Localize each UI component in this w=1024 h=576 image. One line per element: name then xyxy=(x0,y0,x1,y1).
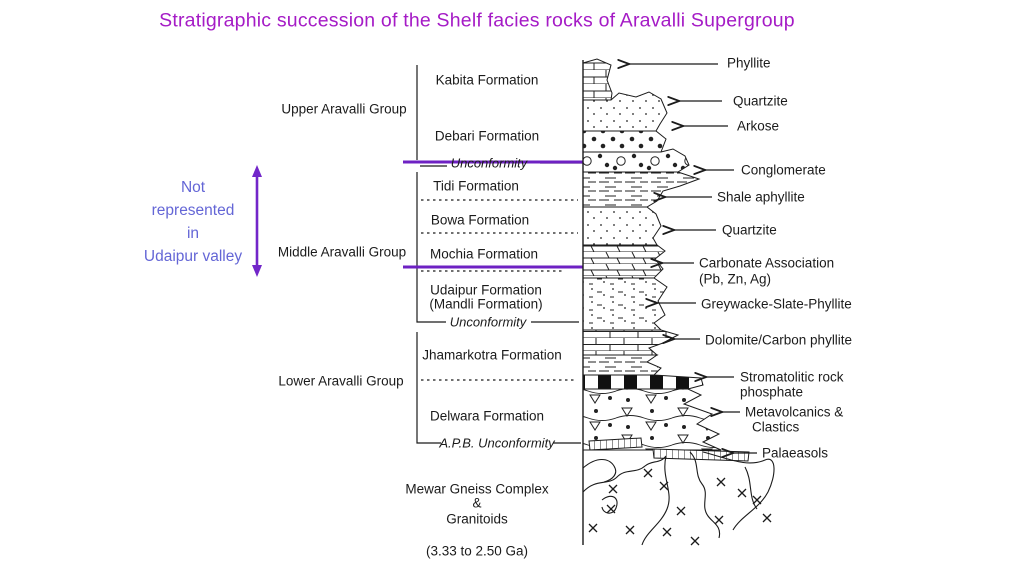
layer-shale xyxy=(582,171,701,208)
rock-label-greywacke: Greywacke-Slate-Phyllite xyxy=(701,296,852,312)
unconformity-apb-label: A.P.B. Unconformity xyxy=(439,435,555,451)
note-line-2: represented xyxy=(151,202,235,219)
layer-conglomerate xyxy=(582,148,690,173)
formation-kabita: Kabita Formation xyxy=(435,72,539,88)
unconformity-middle-label: Unconformity xyxy=(449,314,527,330)
formation-jhamarkotra: Jhamarkotra Formation xyxy=(422,347,562,363)
purple-unconformity-lines xyxy=(403,160,593,269)
layer-dolomite xyxy=(582,329,680,356)
rock-label-metavolcanics-line2: Clastics xyxy=(752,419,800,435)
group-label-lower: Lower Aravalli Group xyxy=(278,373,404,389)
rock-label-carbonate-minerals: (Pb, Zn, Ag) xyxy=(699,271,772,287)
granitoid-cross-marks xyxy=(588,468,772,546)
basement-age: (3.33 to 2.50 Ga) xyxy=(425,543,529,559)
rock-label-palaeasols: Palaeasols xyxy=(762,445,829,461)
rock-label-arkose: Arkose xyxy=(737,118,780,134)
formation-bowa: Bowa Formation xyxy=(430,212,530,228)
lithology-column xyxy=(582,58,750,545)
formation-udaipur-alt: (Mandli Formation) xyxy=(429,296,543,312)
group-brackets xyxy=(416,65,446,444)
layer-carbon-phyllite xyxy=(582,354,662,376)
note-line-4: Udaipur valley xyxy=(143,248,243,265)
rock-label-dolomite: Dolomite/Carbon phyllite xyxy=(705,332,853,348)
group-label-middle: Middle Aravalli Group xyxy=(277,244,407,260)
middle-group-bracket xyxy=(416,172,446,323)
rock-pointer-arrows xyxy=(629,64,757,453)
formation-tidi: Tidi Formation xyxy=(433,178,519,194)
layer-quartzite-middle xyxy=(582,206,662,246)
layer-palaeasol-right xyxy=(652,448,750,462)
not-represented-arrow xyxy=(252,165,262,277)
note-line-1: Not xyxy=(180,179,206,196)
note-line-3: in xyxy=(186,225,200,242)
formation-dividers xyxy=(421,199,578,381)
rock-label-phyllite: Phyllite xyxy=(727,55,771,71)
formation-udaipur: Udaipur Formation xyxy=(430,282,542,298)
arrow-down-head xyxy=(252,265,262,277)
layer-palaeasol-left xyxy=(588,437,643,451)
rock-label-carbonate: Carbonate Association xyxy=(699,255,835,271)
rock-label-conglomerate: Conglomerate xyxy=(741,162,826,178)
rock-label-stromatolite: Stromatolitic rock xyxy=(740,369,844,385)
formation-mochia: Mochia Formation xyxy=(429,246,539,262)
basement-gneiss xyxy=(582,451,775,546)
basement-name-line2: & xyxy=(472,495,482,511)
unconformity-upper-label: Unconformity xyxy=(450,155,528,171)
layer-arkose xyxy=(582,130,667,153)
basement-name-line1: Mewar Gneiss Complex xyxy=(405,481,549,497)
rock-label-metavolcanics: Metavolcanics & xyxy=(745,404,844,420)
rock-label-quartzite-upper: Quartzite xyxy=(733,93,788,109)
layer-greywacke xyxy=(582,277,668,331)
layer-phyllite xyxy=(582,58,613,101)
basement-name-line3: Granitoids xyxy=(446,511,508,527)
group-label-upper: Upper Aravalli Group xyxy=(281,101,407,117)
formation-debari: Debari Formation xyxy=(434,128,540,144)
arrow-up-head xyxy=(252,165,262,177)
not-represented-note: Not represented in Udaipur valley xyxy=(144,176,242,268)
rock-label-quartzite-middle: Quartzite xyxy=(722,222,777,238)
layer-carbonate xyxy=(582,244,666,279)
page-title: Stratigraphic succession of the Shelf fa… xyxy=(159,9,795,32)
formation-delwara: Delwara Formation xyxy=(429,408,545,424)
rock-label-stromatolite-line2: phosphate xyxy=(740,384,804,400)
layer-stromatolite-phosphate xyxy=(582,374,704,390)
lower-group-bracket xyxy=(416,332,441,444)
rock-label-shale: Shale aphyllite xyxy=(717,189,805,205)
